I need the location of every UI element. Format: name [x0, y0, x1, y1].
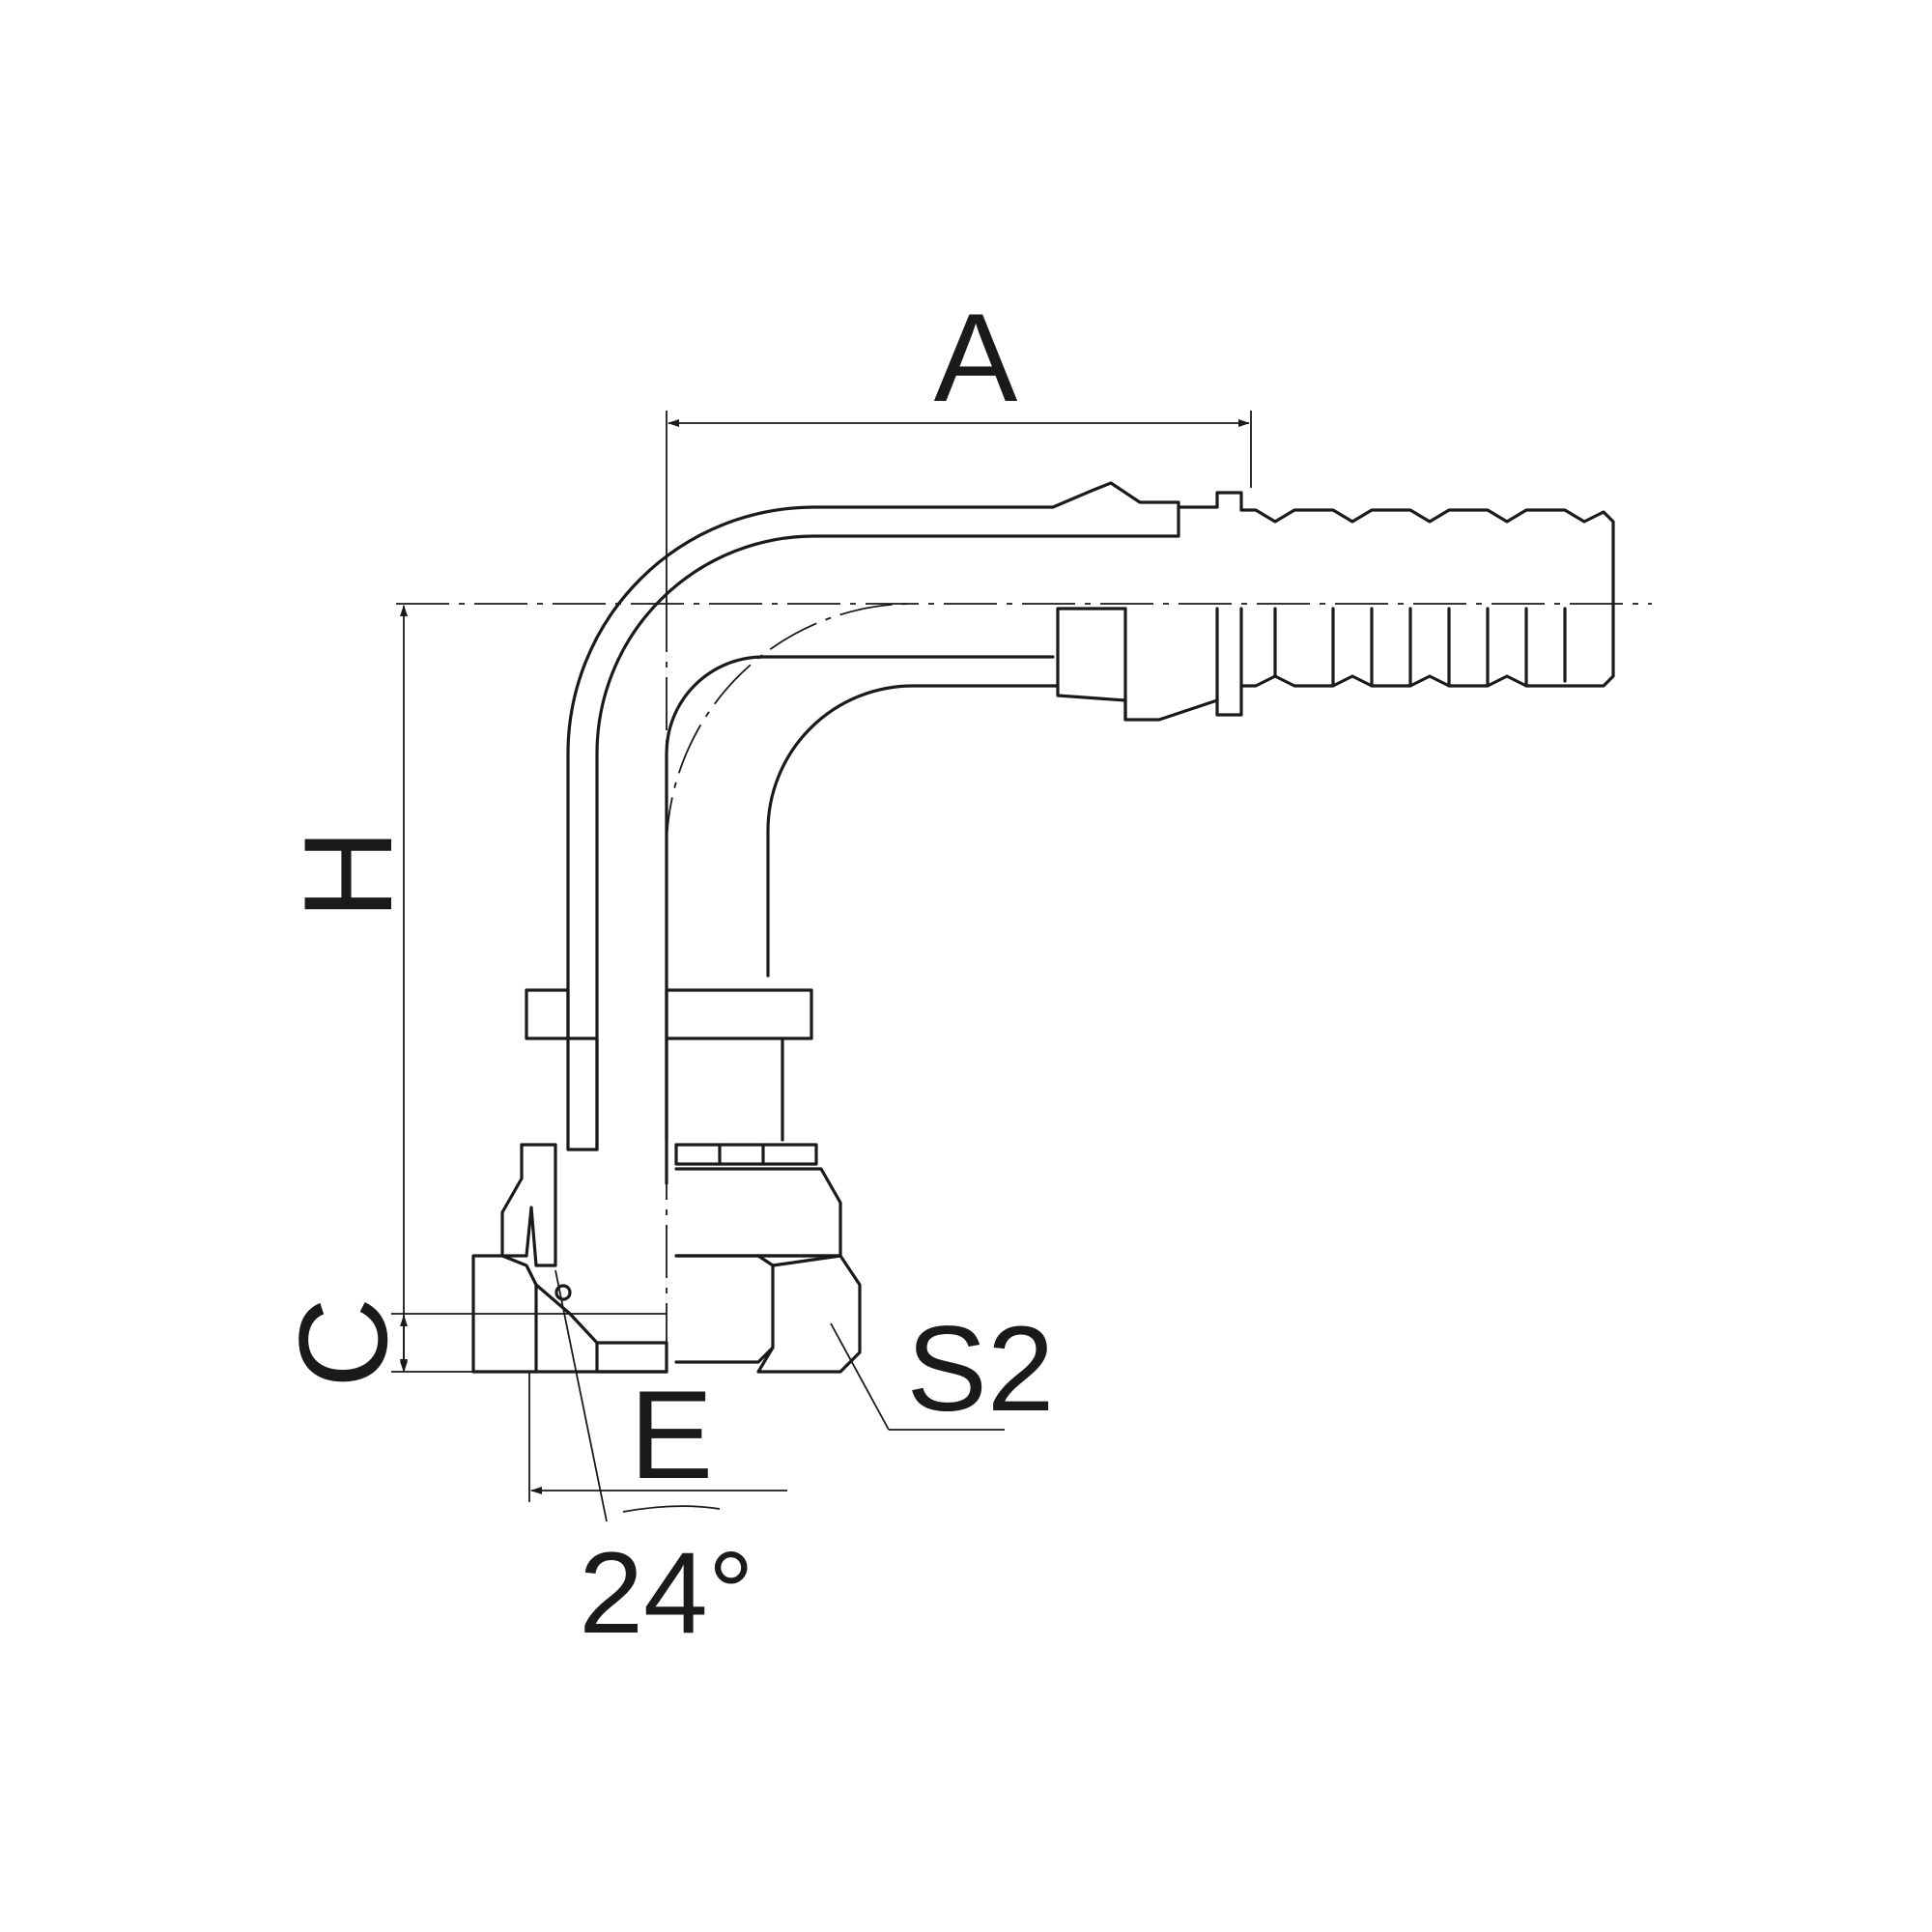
- hose-tail: [1056, 491, 1615, 722]
- label-angle: 24°: [579, 1528, 753, 1658]
- swivel-nut: [471, 1143, 862, 1374]
- dimension-c: C: [272, 1297, 667, 1388]
- label-e: E: [630, 1364, 714, 1505]
- angle-24: 24°: [554, 1269, 754, 1658]
- knurl-band: [674, 1143, 818, 1166]
- dimension-h: H: [277, 605, 418, 1373]
- leader-s2: S2: [830, 1302, 1055, 1436]
- dimension-a: A: [666, 287, 1252, 604]
- dimension-e: E: [528, 1364, 787, 1505]
- label-h: H: [277, 829, 418, 920]
- label-s2: S2: [907, 1302, 1055, 1436]
- elbow-inner-edge: [766, 684, 1060, 978]
- label-a: A: [934, 287, 1018, 428]
- label-c: C: [272, 1297, 413, 1388]
- elbow-wall-section: [566, 481, 1180, 1151]
- elbow-bore-outline: [665, 655, 1055, 1185]
- centerline-bend: [666, 603, 914, 851]
